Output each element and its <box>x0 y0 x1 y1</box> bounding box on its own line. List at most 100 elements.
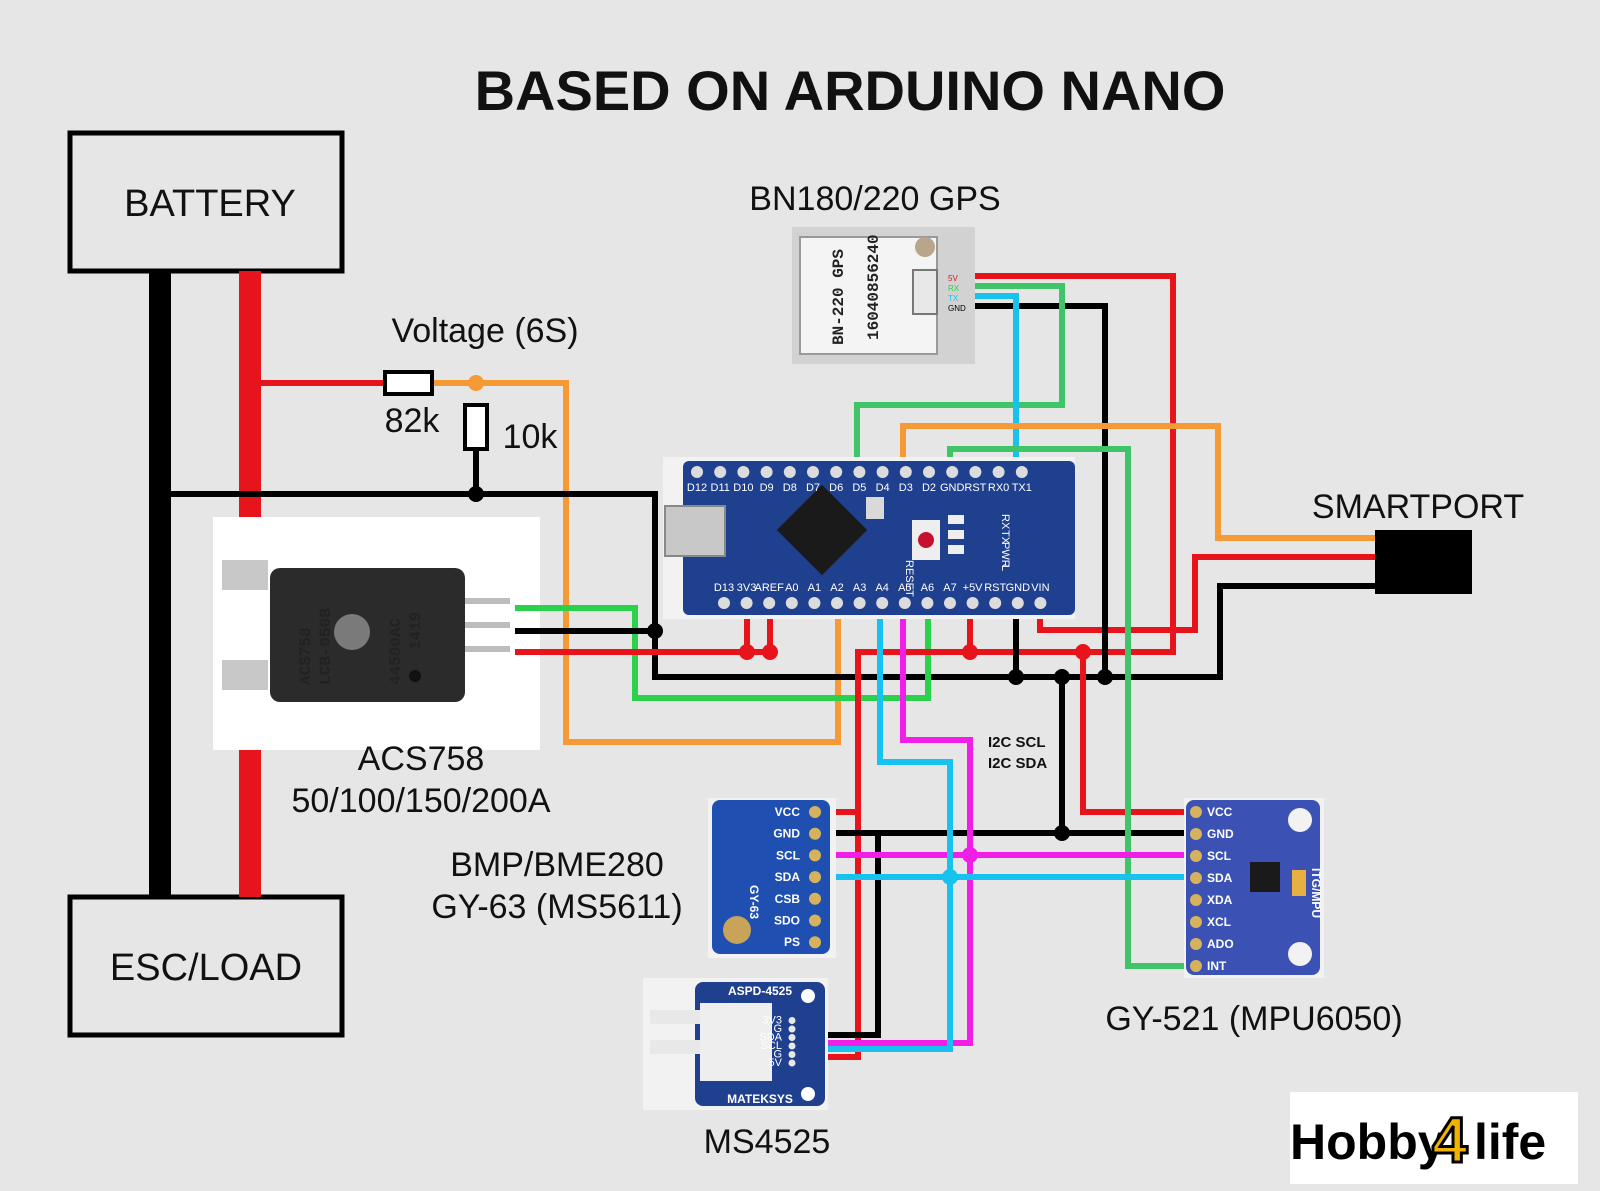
bmp-pin-label: SDO <box>774 914 800 928</box>
nano-bottom-pin-hole <box>718 597 730 609</box>
bmp-pin-pad <box>809 806 821 818</box>
i2c-sda-label: I2C SDA <box>988 755 1047 772</box>
nano-bottom-pin-hole <box>921 597 934 609</box>
gps-serial: 16040856240 <box>865 234 883 340</box>
mpu-pin-label: SCL <box>1207 849 1231 863</box>
nano-bottom-pin-hole <box>808 597 821 609</box>
nano-top-pin-hole <box>714 466 727 478</box>
wire-mpu-int-to-d2 <box>947 446 1190 969</box>
bmp-pin-label: VCC <box>775 805 801 819</box>
bmp-pin-pad <box>809 849 821 862</box>
mpu-pin-label: VCC <box>1207 805 1233 819</box>
bmp-pin-label: SCL <box>776 848 800 862</box>
wire-gps-tx-to-rx0 <box>955 293 1019 470</box>
resistor-82k <box>383 370 434 396</box>
nano-top-pin-label: D4 <box>876 482 890 494</box>
acs758-label: ACS758 <box>358 740 485 778</box>
nano-top-pin-hole <box>760 466 773 478</box>
gps-module: BN-220 GPS 16040856240 5V RX TX GND <box>792 227 975 364</box>
rx-led-label: RX <box>999 514 1011 530</box>
ms4525-label: MS4525 <box>704 1123 831 1161</box>
nano-bottom-pin-hole <box>1011 597 1024 609</box>
ms4525-pin-label: SDA <box>759 1032 782 1044</box>
nano-top-pin-label: RX0 <box>988 482 1009 494</box>
nano-bottom-pin-hole <box>1034 597 1047 609</box>
nano-top-pin-label: D9 <box>760 482 774 494</box>
mpu-pin-label: ADO <box>1207 937 1234 951</box>
nano-bottom-pin-hole <box>944 597 956 609</box>
nano-top-pin-label: D2 <box>922 482 936 494</box>
nano-top-pin-hole <box>923 466 935 478</box>
ms4525-board-bottom: MATEKSYS <box>727 1092 793 1106</box>
wire-gnd-to-ms4525 <box>812 830 1062 1038</box>
nano-bottom-pin-hole <box>763 597 776 609</box>
bmp-pin-pad <box>809 914 821 927</box>
reset-label: RESET <box>903 560 915 597</box>
mpu-pin-pad <box>1190 916 1202 928</box>
bmp-pin-label: SDA <box>775 870 801 884</box>
pwr-led-label: PWR <box>999 542 1011 568</box>
ms4525-pin-label: 5V <box>769 1057 783 1069</box>
resistor-82k-label: 82k <box>385 402 441 440</box>
wire-smartport-to-d4 <box>900 423 1380 541</box>
gps-chip-text: BN-220 GPS <box>830 249 848 345</box>
bmp-pin-label: GND <box>773 827 800 841</box>
nano-top-pin-hole <box>1015 466 1028 478</box>
mpu-board-text: ITG/MPU <box>1309 868 1323 918</box>
tx-led-label: TX <box>999 530 1011 545</box>
nano-bottom-pin-hole <box>989 597 1002 609</box>
mpu-pin-pad <box>1190 938 1202 950</box>
ms4525-pin-pad <box>788 1059 796 1067</box>
smartport-connector <box>1375 530 1472 594</box>
nano-top-pin-hole <box>691 466 703 478</box>
logo-text-4: 4 <box>1432 1104 1468 1176</box>
ms4525-pin-pad <box>788 1034 796 1041</box>
mpu-pin-pad <box>1190 894 1202 906</box>
nano-bottom-pin-label: GND <box>1006 582 1031 594</box>
nano-bottom-pin-label: D13 <box>714 582 734 594</box>
nano-top-pin-label: GND <box>940 482 965 494</box>
mpu-pin-pad <box>1190 960 1202 972</box>
acs758-marking-1: ACS758 <box>297 627 315 685</box>
smartport-label: SMARTPORT <box>1312 488 1524 526</box>
nano-bottom-pin-hole <box>853 597 866 609</box>
nano-bottom-pin-label: RST <box>984 582 1006 594</box>
wire-sda-to-ms4525 <box>812 603 953 1052</box>
nano-top-pin-hole <box>737 466 750 478</box>
battery-label: BATTERY <box>124 183 296 225</box>
nano-bottom-pin-hole <box>785 597 798 609</box>
mpu-pin-label: XCL <box>1207 915 1231 929</box>
nano-top-pin-hole <box>946 466 959 478</box>
ms4525-pin-label: G <box>773 1049 782 1061</box>
nano-top-pin-hole <box>853 466 866 478</box>
ms4525-pin-pad <box>788 1025 796 1033</box>
resistor-10k-label: 10k <box>503 418 559 456</box>
nano-bottom-pin-label: A0 <box>785 582 798 594</box>
nano-bottom-pin-label: A3 <box>853 582 866 594</box>
gps-pin-rx: RX <box>948 284 960 293</box>
gps-pin-5v: 5V <box>948 274 958 283</box>
nano-bottom-pin-label: A7 <box>943 582 956 594</box>
bmp-pin-pad <box>809 892 821 905</box>
battery-block: BATTERY <box>67 130 345 274</box>
wire-ground-main <box>160 491 1380 680</box>
nano-bottom-pin-label: +5V <box>963 582 984 594</box>
nano-top-pin-label: D5 <box>852 482 866 494</box>
wire-scl-to-ms4525 <box>812 603 973 1046</box>
acs758-marking-4: 1419 <box>407 612 425 650</box>
nano-top-pin-label: D6 <box>829 482 843 494</box>
esc-load-label: ESC/LOAD <box>110 947 302 989</box>
nano-bottom-pin-label: AREF <box>755 582 785 594</box>
acs758-sensor: ACS758 LCB-050B 44500AC 1419 <box>213 517 540 750</box>
ms4525-pin-pad <box>788 1042 796 1050</box>
wire-gps-rx-to-d6 <box>854 283 1065 470</box>
ms4525-pin-pad <box>788 1051 796 1058</box>
nano-top-pin-label: RST <box>964 482 986 494</box>
nano-bottom-pin-label: VIN <box>1031 582 1049 594</box>
nano-top-pin-label: D8 <box>783 482 797 494</box>
